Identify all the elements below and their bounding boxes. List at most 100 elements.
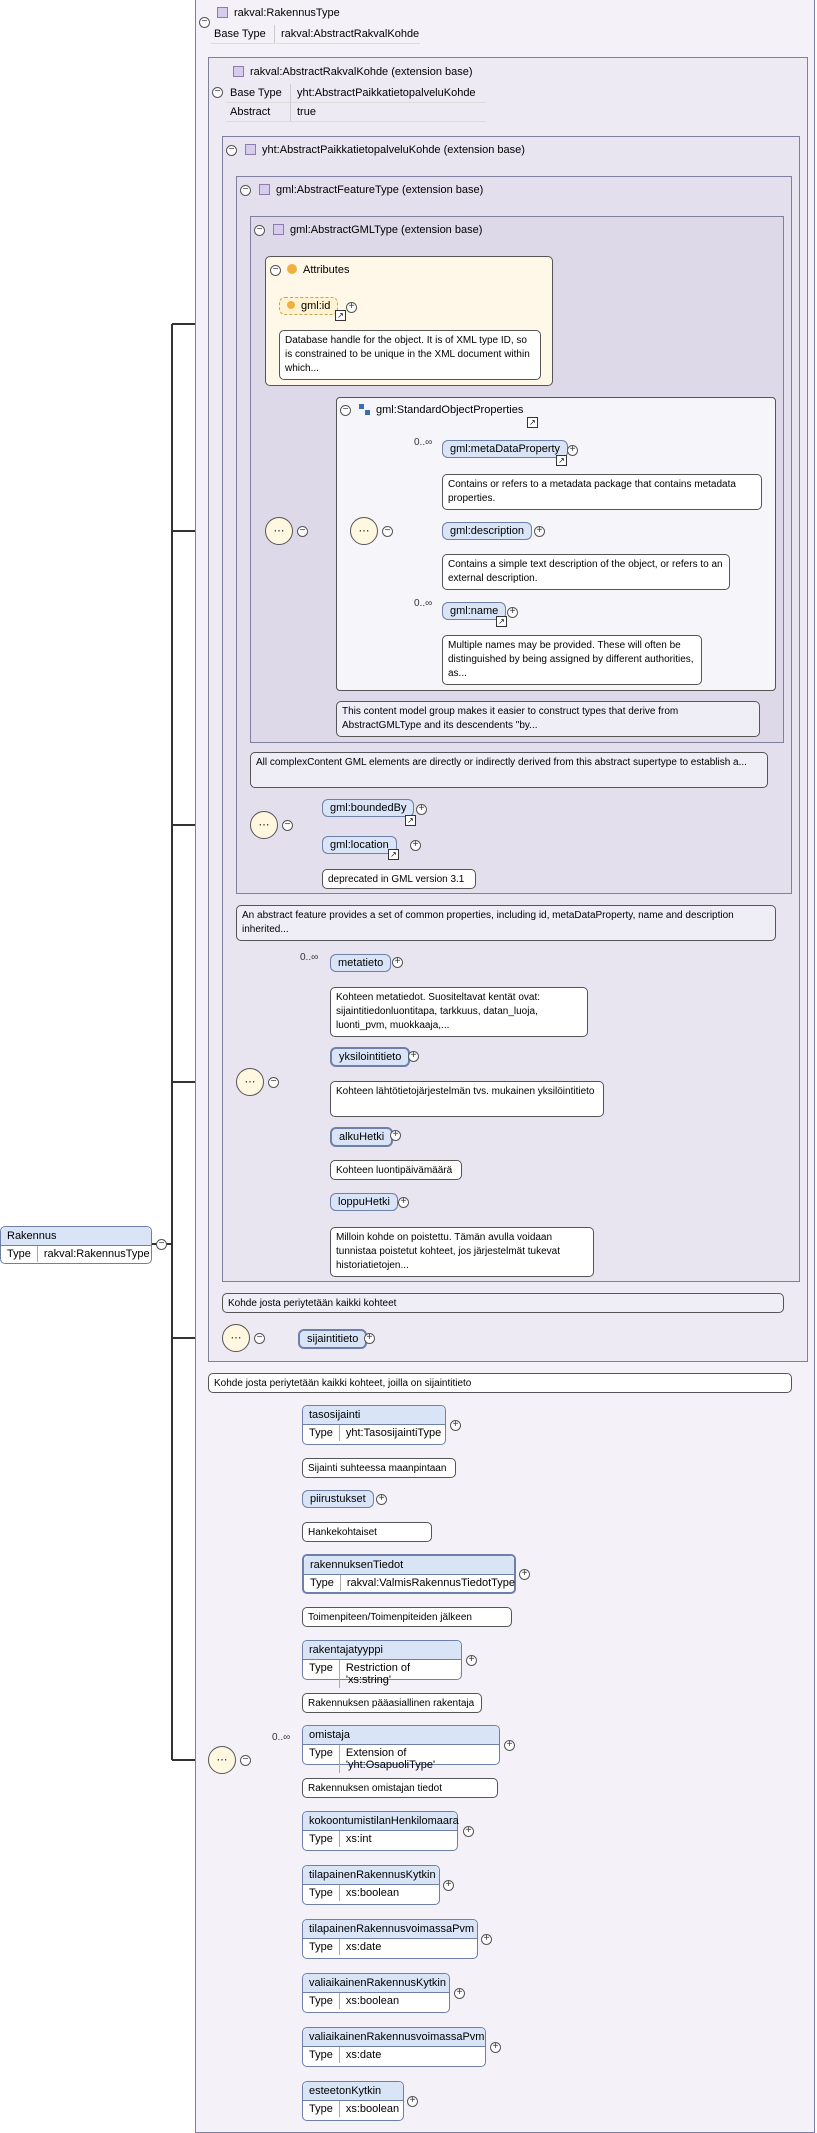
expand-yksilointitieto-icon[interactable]: + bbox=[408, 1051, 419, 1062]
collapse-sijainti-icon[interactable]: − bbox=[254, 1333, 265, 1344]
valiaikainenrakennuskytkin-element[interactable]: valiaikainenRakennusKytkin Type xs:boolea… bbox=[302, 1973, 450, 2013]
collapse-paikkatieto-icon[interactable]: − bbox=[226, 145, 237, 156]
yksilointitieto-element[interactable]: yksilointitieto bbox=[330, 1047, 411, 1067]
collapse-root-icon[interactable]: − bbox=[199, 17, 210, 28]
expand-valiaikainenrakennuskytkin-icon[interactable]: + bbox=[454, 1988, 465, 1999]
collapse-sequence-icon[interactable]: − bbox=[297, 526, 308, 537]
expand-sijaintitieto-icon[interactable]: + bbox=[364, 1333, 375, 1344]
collapse-feature-icon[interactable]: − bbox=[240, 185, 251, 196]
std-props-title: gml:StandardObjectProperties bbox=[359, 404, 523, 416]
gml-boundedby-element[interactable]: gml:boundedBy bbox=[322, 799, 415, 817]
expand-esteetonkytkin-icon[interactable]: + bbox=[407, 2096, 418, 2107]
bounded-sequence-icon[interactable]: ⋯ bbox=[250, 811, 278, 839]
gml-description-element[interactable]: gml:description bbox=[442, 522, 532, 540]
alkuhetki-element[interactable]: alkuHetki bbox=[330, 1127, 394, 1147]
expand-rakentajatyyppi-icon[interactable]: + bbox=[466, 1655, 477, 1666]
type-label: Type bbox=[304, 1575, 341, 1591]
type-label: Type bbox=[303, 1993, 340, 2009]
reference-icon[interactable]: ↗ bbox=[335, 310, 346, 321]
expand-tilapainenrakennusvoimassapvm-icon[interactable]: + bbox=[481, 1934, 492, 1945]
expand-kokoontumistilanhenkilomaara-icon[interactable]: + bbox=[463, 1826, 474, 1837]
expand-location-icon[interactable]: + bbox=[410, 840, 421, 851]
reference-icon[interactable]: ↗ bbox=[388, 849, 399, 860]
reference-icon[interactable]: ↗ bbox=[496, 616, 507, 627]
alkuhetki-label: alkuHetki bbox=[339, 1131, 385, 1143]
expand-gml-id-icon[interactable]: + bbox=[346, 302, 357, 313]
gmltype-title: gml:AbstractGMLType (extension base) bbox=[273, 224, 482, 236]
omistaja-cardinality: 0..∞ bbox=[272, 1732, 291, 1743]
expand-metatieto-icon[interactable]: + bbox=[392, 957, 403, 968]
paikka-sequence-icon[interactable]: ⋯ bbox=[236, 1068, 264, 1096]
std-props-sequence-icon[interactable]: ⋯ bbox=[350, 517, 378, 545]
collapse-std-seq-icon[interactable]: − bbox=[382, 526, 393, 537]
loppuhetki-element[interactable]: loppuHetki bbox=[330, 1193, 398, 1211]
type-label: Type bbox=[303, 1745, 340, 1773]
collapse-rakennus-icon[interactable]: − bbox=[156, 1239, 167, 1250]
expand-loppuhetki-icon[interactable]: + bbox=[398, 1197, 409, 1208]
valiaikainenrakennuskytkin-type: xs:boolean bbox=[345, 1995, 400, 2007]
type-label: Type bbox=[303, 2047, 340, 2063]
rakennus-sequence-icon[interactable]: ⋯ bbox=[208, 1746, 236, 1774]
collapse-rakennus-seq-icon[interactable]: − bbox=[240, 1755, 251, 1766]
reference-icon[interactable]: ↗ bbox=[556, 455, 567, 466]
expand-omistaja-icon[interactable]: + bbox=[504, 1740, 515, 1751]
gmltype-note: All complexContent GML elements are dire… bbox=[250, 752, 768, 788]
gml-name-element[interactable]: gml:name bbox=[442, 602, 507, 620]
collapse-attributes-icon[interactable]: − bbox=[270, 265, 281, 276]
valiaikainenrakennuskytkin-name: valiaikainenRakennusKytkin bbox=[303, 1974, 449, 1993]
base-type-value: yht:AbstractPaikkatietopalveluKohde bbox=[297, 87, 476, 99]
gml-id-note: Database handle for the object. It is of… bbox=[279, 330, 541, 380]
std-group-note: This content model group makes it easier… bbox=[336, 701, 760, 737]
reference-icon[interactable]: ↗ bbox=[405, 815, 416, 826]
rakennus-name: Rakennus bbox=[1, 1227, 151, 1246]
tasosijainti-type: yht:TasosijaintiType bbox=[345, 1427, 442, 1439]
tilapainenrakennusvoimassapvm-type: xs:date bbox=[345, 1941, 382, 1953]
collapse-std-props-icon[interactable]: − bbox=[340, 405, 351, 416]
collapse-bounded-icon[interactable]: − bbox=[282, 820, 293, 831]
expand-rakennuksentiedot-icon[interactable]: + bbox=[519, 1569, 530, 1580]
expand-name-icon[interactable]: + bbox=[507, 607, 518, 618]
collapse-gmltype-icon[interactable]: − bbox=[254, 225, 265, 236]
tilapainenrakennuskytkin-name: tilapainenRakennusKytkin bbox=[303, 1866, 439, 1885]
expand-bounded-by-icon[interactable]: + bbox=[416, 804, 427, 815]
paikka-note: Kohde josta periytetään kaikki kohteet bbox=[222, 1293, 784, 1313]
gml-id-attribute[interactable]: gml:id bbox=[279, 297, 339, 315]
piirustukset-note: Hankekohtaiset piirustukset bbox=[302, 1522, 432, 1542]
rakennuksentiedot-note: Toimenpiteen/Toimenpiteiden jälkeen bbox=[302, 1607, 512, 1627]
expand-tilapainenrakennuskytkin-icon[interactable]: + bbox=[443, 1880, 454, 1891]
sequence-icon[interactable]: ⋯ bbox=[265, 517, 293, 545]
attribute-icon bbox=[287, 264, 297, 274]
std-props-title-text: gml:StandardObjectProperties bbox=[376, 404, 524, 416]
expand-description-icon[interactable]: + bbox=[534, 526, 545, 537]
reference-icon[interactable]: ↗ bbox=[527, 417, 538, 428]
expand-metadata-icon[interactable]: + bbox=[567, 445, 578, 456]
collapse-paikka-seq-icon[interactable]: − bbox=[268, 1077, 279, 1088]
expand-valiaikainenrakennusvoimassapvm-icon[interactable]: + bbox=[490, 2042, 501, 2053]
rakentajatyyppi-name: rakentajatyyppi bbox=[303, 1641, 461, 1660]
expand-tasosijainti-icon[interactable]: + bbox=[450, 1420, 461, 1431]
type-label: Type bbox=[303, 2101, 340, 2117]
expand-piirustukset-icon[interactable]: + bbox=[376, 1494, 387, 1505]
expand-alkuhetki-icon[interactable]: + bbox=[390, 1130, 401, 1141]
collapse-abstract-rakval-icon[interactable]: − bbox=[212, 87, 223, 98]
gml-location-element[interactable]: gml:location bbox=[322, 836, 397, 854]
gml-metadataproperty-element[interactable]: gml:metaDataProperty bbox=[442, 440, 569, 458]
type-label: Type bbox=[303, 1660, 340, 1688]
complex-type-icon bbox=[245, 144, 256, 155]
metatieto-element[interactable]: metatieto bbox=[330, 954, 392, 972]
sijaintitieto-element[interactable]: sijaintitieto bbox=[298, 1329, 368, 1349]
metatieto-note: Kohteen metatiedot. Suositeltavat kentät… bbox=[330, 987, 588, 1037]
sijainti-sequence-icon[interactable]: ⋯ bbox=[222, 1324, 250, 1352]
tasosijainti-name: tasosijainti bbox=[303, 1406, 445, 1425]
piirustukset-element[interactable]: piirustukset bbox=[302, 1490, 374, 1508]
